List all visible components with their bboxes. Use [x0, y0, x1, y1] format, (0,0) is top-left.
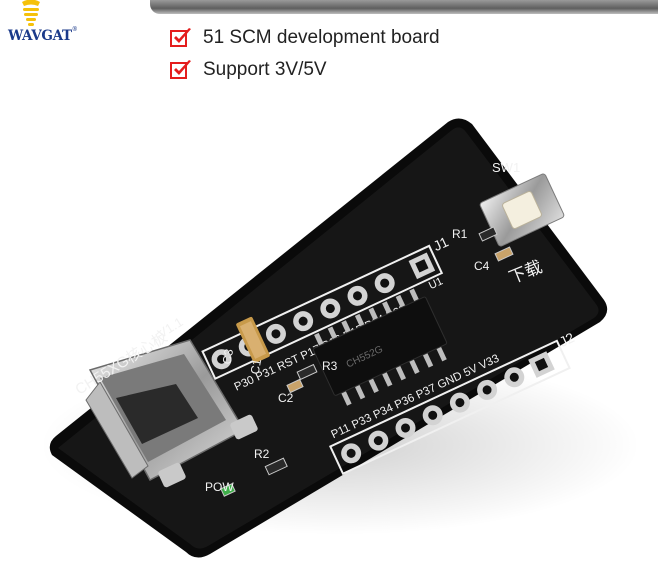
- header-j1-label: J1: [431, 233, 451, 254]
- chip-u1-label: U1: [427, 275, 445, 292]
- checkmark-icon: [170, 28, 191, 47]
- feature-text: Support 3V/5V: [203, 59, 327, 80]
- power-led-label: POW: [205, 480, 234, 494]
- resistor-r2-label: R2: [254, 447, 270, 461]
- resistor-r1-label: R1: [452, 227, 468, 241]
- switch-sw1-label: SW1: [492, 160, 520, 175]
- capacitor-c3-label: C3: [220, 348, 237, 366]
- feature-item: 51 SCM development board: [170, 22, 440, 54]
- checkmark-icon: [170, 60, 191, 79]
- capacitor-c1-label: C1: [248, 358, 265, 376]
- lightbulb-icon: [22, 0, 40, 26]
- resistor-r3-label: R3: [322, 359, 338, 373]
- header-j2-label: J2: [557, 329, 577, 350]
- development-board-photo: P30 P31 RST P17 P16 P15 P14 P32 J1 P11 P…: [40, 118, 640, 558]
- feature-item: Support 3V/5V: [170, 54, 440, 86]
- main-chip: CH552G U1: [313, 275, 448, 406]
- capacitor-c4-label: C4: [474, 259, 490, 273]
- usb-connector: [85, 339, 258, 488]
- capacitor-c2-label: C2: [278, 391, 294, 405]
- feature-list: 51 SCM development board Support 3V/5V: [170, 22, 440, 86]
- brand-logo: WAVGAT®: [8, 0, 78, 52]
- feature-text: 51 SCM development board: [203, 27, 440, 48]
- top-banner-bar: [150, 0, 658, 14]
- brand-name: WAVGAT®: [8, 26, 78, 44]
- passive-components: [220, 226, 514, 497]
